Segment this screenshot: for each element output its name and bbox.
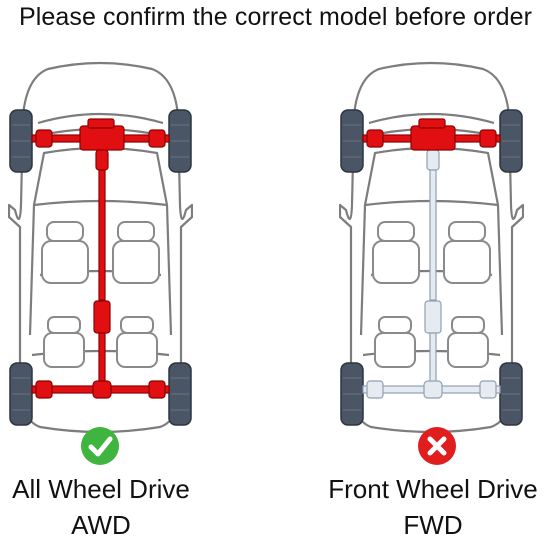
awd-name-label: All Wheel Drive bbox=[12, 474, 190, 504]
fwd-drivetrain bbox=[362, 118, 501, 151]
awd-drivetrain bbox=[31, 118, 170, 399]
check-icon bbox=[81, 427, 119, 465]
fwd-name-label: Front Wheel Drive bbox=[328, 474, 538, 504]
x-icon bbox=[418, 427, 456, 465]
fwd-car-diagram bbox=[339, 61, 524, 434]
fwd-code-label: FWD bbox=[403, 510, 463, 540]
awd-code-label: AWD bbox=[71, 510, 131, 540]
awd-car-diagram bbox=[8, 61, 193, 434]
fwd-inactive-driveline bbox=[362, 149, 501, 399]
heading: Please confirm the correct model before … bbox=[18, 3, 533, 31]
